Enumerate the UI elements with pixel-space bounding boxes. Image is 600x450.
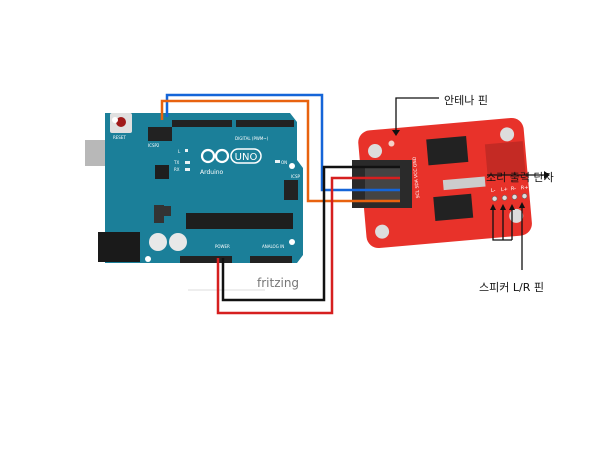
- header-pin-label: SCL SDA VCC GND: [412, 156, 422, 199]
- pin-label-r-plus: R+: [521, 185, 529, 192]
- crystal: [442, 176, 486, 191]
- led-l-label: L: [178, 149, 181, 154]
- digital-label: DIGITAL (PWM~): [235, 136, 269, 141]
- annotation-arrows: [395, 97, 545, 270]
- brand-label: Arduino: [200, 169, 224, 176]
- pin-label-l-plus: L+: [501, 187, 508, 194]
- power-header: [180, 256, 232, 263]
- analog-label: ANALOG IN: [262, 244, 284, 249]
- digital-header-right: [236, 120, 294, 127]
- atmega-chip: [186, 213, 293, 229]
- led-on-label: ON: [281, 160, 287, 165]
- wire-orange: [160, 99, 400, 203]
- capacitor: [149, 233, 167, 251]
- pin-label-l-minus: L-: [491, 188, 496, 194]
- antenna-pin: [388, 140, 395, 147]
- speaker-pin-label: 스피커 L/R 핀: [479, 281, 544, 294]
- audio-out-label: 소리 출력 단자: [486, 171, 554, 184]
- ic-chip: [433, 193, 474, 221]
- led-rx-label: RX: [174, 167, 180, 172]
- pin-label-r-minus: R-: [511, 186, 517, 192]
- analog-header: [250, 256, 292, 263]
- antenna-pin-label: 안테나 핀: [444, 94, 488, 107]
- arduino-board: UNO Arduino RESET ICSP2 DIGITAL (PWM~) P…: [85, 113, 303, 263]
- icsp-label: ICSP: [291, 174, 301, 179]
- regulator: [154, 205, 164, 223]
- icsp2-header: [148, 127, 172, 141]
- audio-jack: [484, 141, 526, 177]
- icsp-header: [284, 180, 298, 200]
- sound-module: SCL SDA VCC GND L- L+ R- R+: [358, 117, 532, 249]
- ic-chip: [426, 135, 469, 166]
- power-label: POWER: [215, 244, 230, 249]
- power-jack: [98, 232, 140, 262]
- digital-header-left: [172, 120, 232, 127]
- wire-red: [216, 176, 400, 315]
- icsp2-label: ICSP2: [148, 143, 160, 148]
- wires: [160, 93, 400, 315]
- reset-label: RESET: [113, 135, 126, 140]
- fritzing-watermark: fritzing: [257, 276, 299, 290]
- wire-blue: [165, 93, 400, 192]
- led-tx-label: TX: [173, 160, 179, 165]
- arduino-logo-icon: [200, 148, 230, 164]
- wire-black: [221, 165, 400, 302]
- arrowheads: [392, 130, 550, 210]
- model-label: UNO: [235, 152, 258, 163]
- capacitor: [169, 233, 187, 251]
